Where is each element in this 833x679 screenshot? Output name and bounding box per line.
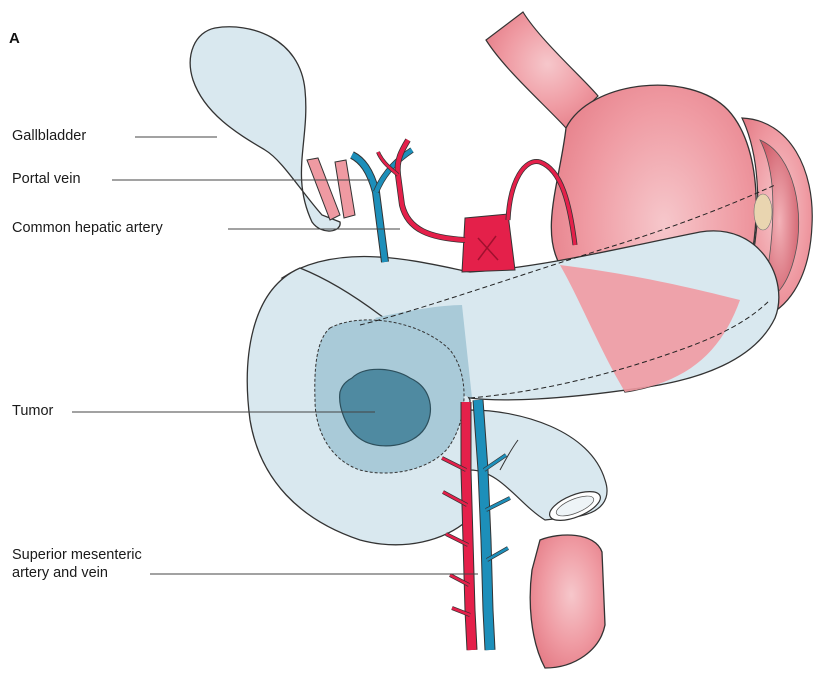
panel-letter: A <box>9 30 20 47</box>
distal-duodenum <box>530 535 605 668</box>
celiac-trunk <box>462 214 515 272</box>
common-hepatic-artery-label: Common hepatic artery <box>12 220 163 237</box>
gallbladder <box>190 27 340 231</box>
tumor-label: Tumor <box>12 403 53 420</box>
portal-vein-label: Portal vein <box>12 171 81 188</box>
gallbladder-label: Gallbladder <box>12 128 86 145</box>
sma-label-line1: Superior mesenteric <box>12 547 142 564</box>
pylorus-fat <box>754 194 772 230</box>
sma-label-line2: artery and vein <box>12 565 108 582</box>
